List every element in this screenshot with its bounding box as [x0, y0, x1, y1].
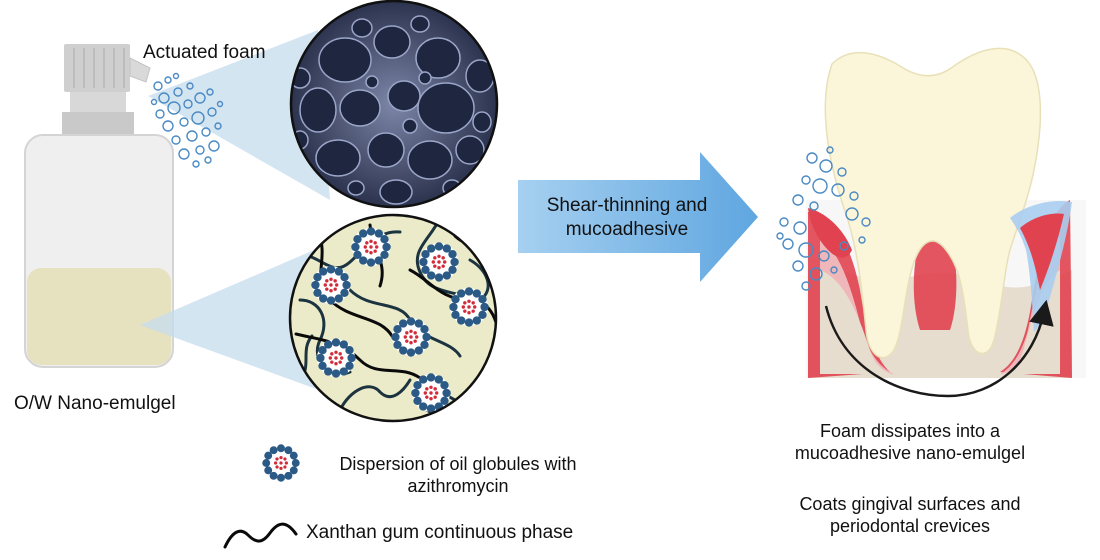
bottle-label: O/W Nano-emulgel: [14, 393, 176, 414]
oil-globule-icon: [411, 373, 451, 413]
tooth-foam-bubbles-icon: [776, 146, 871, 291]
coats-gingival-line2: periodontal crevices: [829, 516, 991, 536]
oil-globule-icon: [262, 444, 300, 482]
curved-arrow-icon: [824, 299, 1054, 398]
oil-globule-icon: [419, 242, 459, 282]
oil-globule-icon: [311, 265, 351, 305]
emulgel-zoom-icon: [288, 213, 498, 423]
process-arrow-label: Shear-thinning and mucoadhesive: [524, 194, 730, 242]
oil-globule-icon: [449, 287, 489, 327]
legend-oil-label: Dispersion of oil globules with azithrom…: [308, 453, 608, 497]
bottle-icon: [24, 44, 174, 368]
process-arrow-label-line2: mucoadhesive: [565, 219, 689, 240]
tooth-icon: [806, 47, 1086, 378]
foam-micrograph-icon: [289, 0, 499, 209]
oil-globule-icon: [351, 227, 391, 267]
coats-gingival-description: Coats gingival surfaces and periodontal …: [770, 493, 1050, 537]
coats-gingival-line1: Coats gingival surfaces and: [799, 494, 1021, 514]
oil-globule-icon: [262, 444, 300, 482]
oil-globule-icon: [391, 317, 431, 357]
actuated-foam-label: Actuated foam: [143, 42, 266, 63]
process-arrow-label-line1: Shear-thinning and: [546, 195, 708, 216]
foam-dissipates-line2: mucoadhesive nano-emulgel: [794, 443, 1026, 463]
legend-oil-label-line1: Dispersion of oil globules with: [339, 454, 577, 474]
foam-dissipates-description: Foam dissipates into a mucoadhesive nano…: [770, 420, 1050, 464]
zoom-beam-foam: [148, 30, 330, 200]
foam-bubbles-icon: [150, 72, 224, 168]
foam-dissipates-line1: Foam dissipates into a: [819, 421, 1001, 441]
legend-xanthan-label: Xanthan gum continuous phase: [306, 522, 574, 543]
oil-globule-icon: [316, 338, 356, 378]
process-arrow-icon: [518, 152, 758, 282]
zoom-beam-gel: [140, 250, 330, 394]
oil-globule-group: [311, 227, 489, 413]
legend-oil-label-line2: azithromycin: [407, 476, 509, 496]
xanthan-chain-icon: [223, 522, 298, 549]
